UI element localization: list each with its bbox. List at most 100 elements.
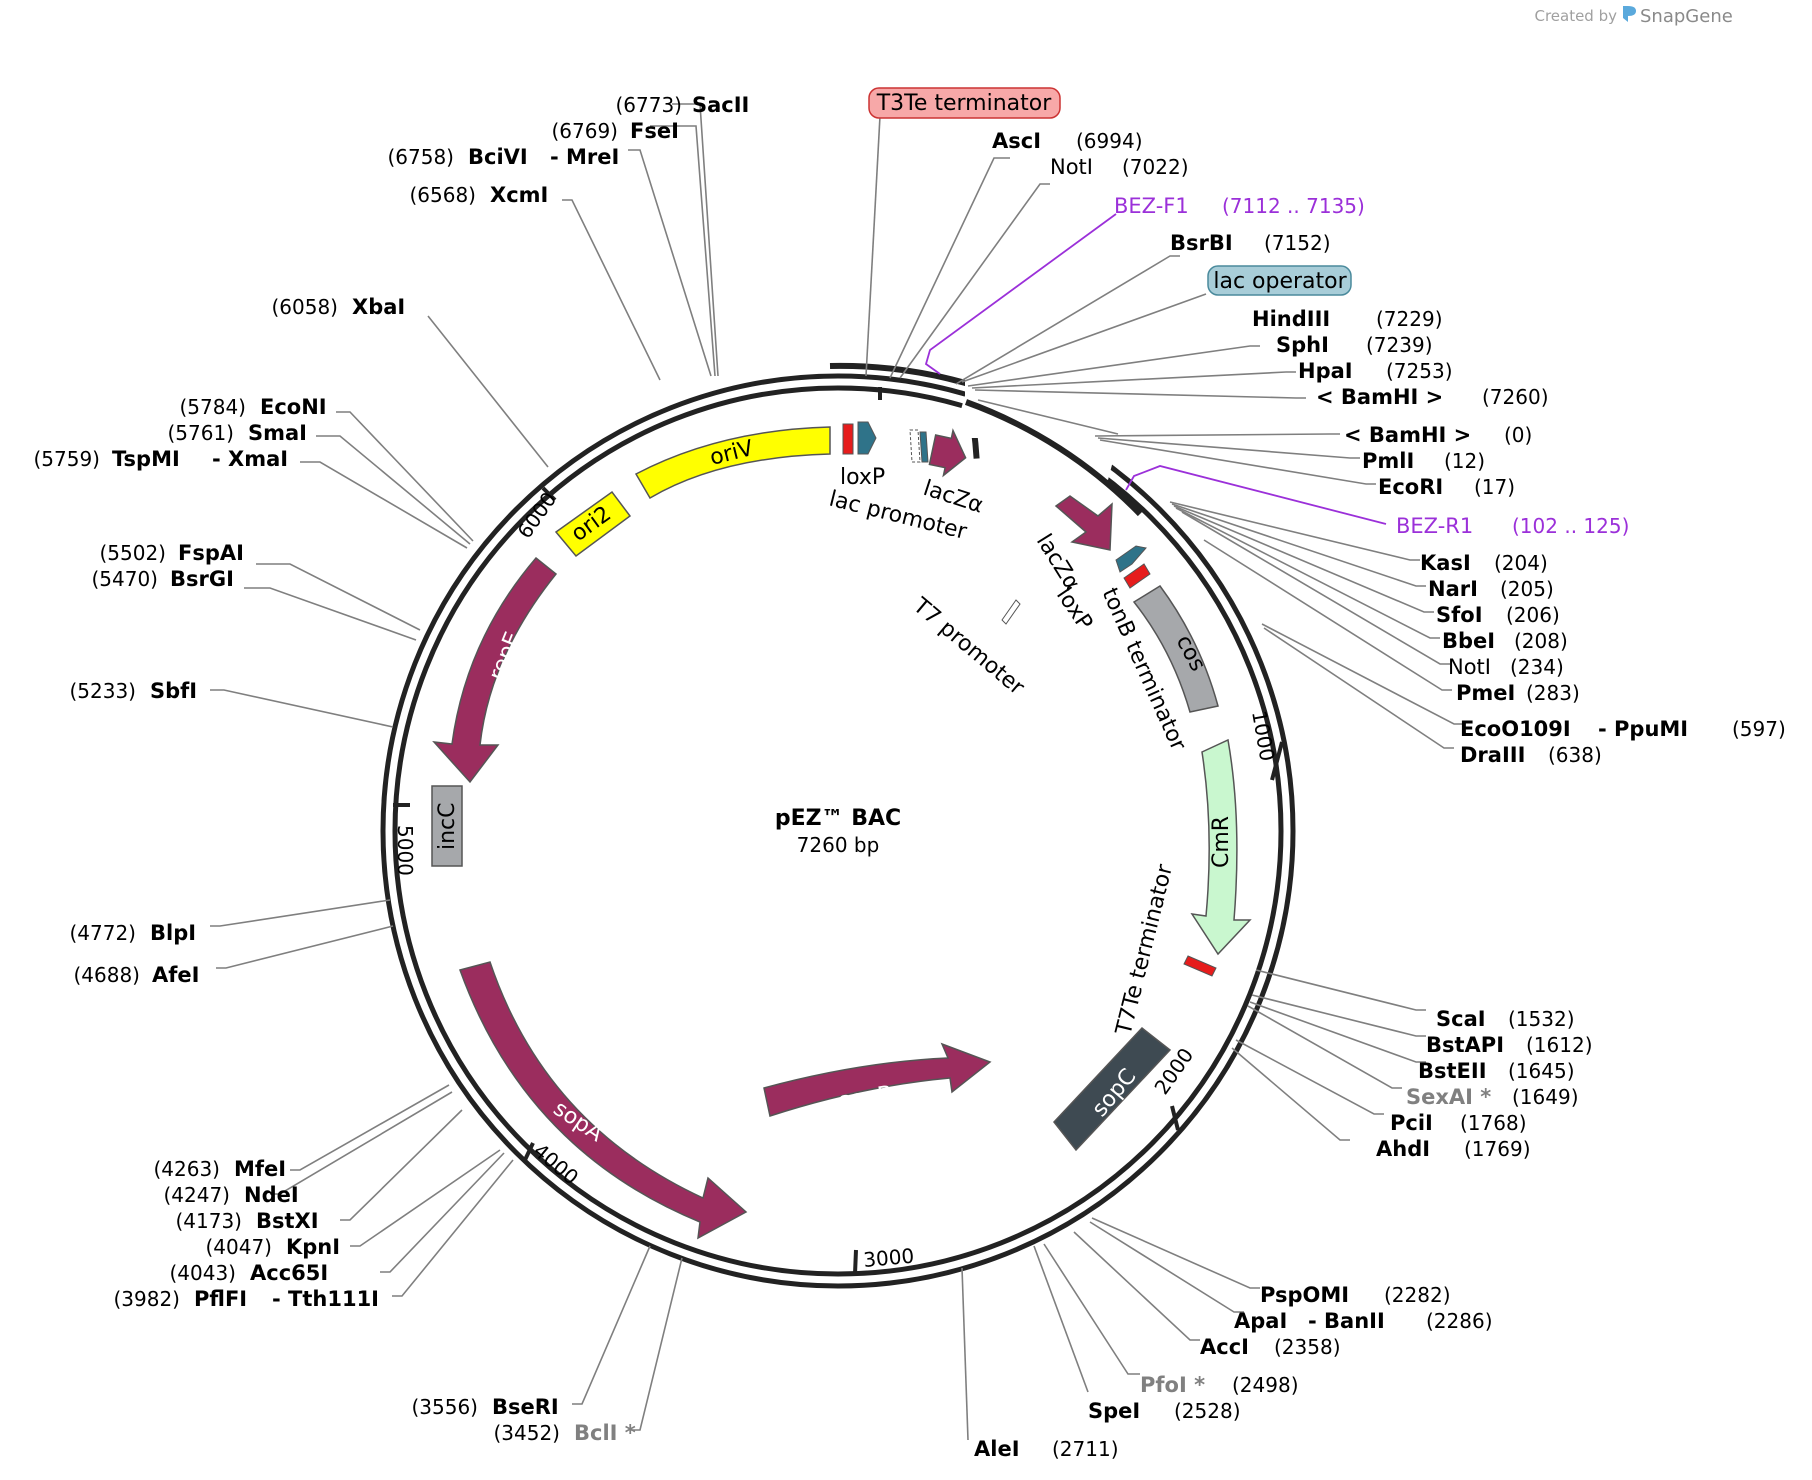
site-sphi: SphI: [1276, 333, 1329, 357]
site-mrei: - MreI: [550, 145, 619, 169]
site-acc65i: Acc65I: [250, 1261, 328, 1285]
site-noti-234-pos: (234): [1510, 655, 1564, 679]
site-bstapi: BstAPI: [1426, 1033, 1504, 1057]
site-pfoi: PfoI *: [1140, 1373, 1205, 1397]
feature-lacZa-top: [928, 428, 967, 478]
site-bseri: BseRI: [492, 1395, 559, 1419]
t3te-terminator-box: T3Te terminator: [868, 87, 1061, 119]
site-fspai-pos: (5502): [99, 541, 166, 565]
feature-T7-promoter: [1001, 599, 1021, 625]
plasmid-size: 7260 bp: [797, 833, 880, 857]
site-list-left: (6773) SacII (6769) FseI (6758) BciVI - …: [33, 93, 749, 1445]
tick-4000: 4000: [529, 1138, 583, 1189]
feature-ori2: ori2: [554, 490, 632, 558]
site-fspai: FspAI: [178, 541, 244, 565]
site-pmei: PmeI: [1456, 681, 1515, 705]
feature-sopB: sopB: [763, 1042, 992, 1117]
primer-bez-f1: BEZ-F1: [1114, 194, 1189, 218]
site-bamhi-7260-pos: (7260): [1482, 385, 1549, 409]
site-bsteii-pos: (1645): [1508, 1059, 1575, 1083]
site-afei-pos: (4688): [73, 963, 140, 987]
site-spei-pos: (2528): [1174, 1399, 1241, 1423]
site-mfei-pos: (4263): [153, 1157, 220, 1181]
site-bcivi: BciVI: [468, 145, 528, 169]
leader-lines: [210, 103, 1464, 1441]
created-by-text: Created by: [1534, 7, 1617, 25]
site-scai: ScaI: [1436, 1007, 1486, 1031]
site-bcivi-pos: (6758): [387, 145, 454, 169]
site-bcli-pos: (3452): [493, 1421, 560, 1445]
site-ndei-pos: (4247): [163, 1183, 230, 1207]
tick-5000: 5000: [393, 825, 417, 876]
feature-sopA: sopA: [459, 961, 748, 1240]
feature-oriV: oriV: [634, 426, 831, 500]
site-pcii: PciI: [1390, 1111, 1433, 1135]
site-pmli: PmlI: [1362, 449, 1414, 473]
site-banii: - BanII: [1308, 1309, 1385, 1333]
snapgene-brand: SnapGene: [1640, 6, 1733, 27]
site-pflfi: PflFI: [194, 1287, 247, 1311]
site-sbfi-pos: (5233): [69, 679, 136, 703]
site-bcli: BclI *: [574, 1421, 636, 1445]
site-smai-pos: (5761): [167, 421, 234, 445]
site-tspmi: TspMI: [112, 447, 180, 471]
site-afei: AfeI: [152, 963, 199, 987]
snapgene-logo-icon: [1623, 6, 1636, 22]
site-kpni: KpnI: [286, 1235, 340, 1259]
loxP-right-label: loxP: [1051, 583, 1097, 634]
site-pspomi: PspOMI: [1260, 1283, 1349, 1307]
primer-bez-r1: BEZ-R1: [1396, 514, 1473, 538]
site-xmai: - XmaI: [212, 447, 288, 471]
site-bseri-pos: (3556): [411, 1395, 478, 1419]
tick-1000: 1000: [1247, 709, 1279, 763]
site-apai: ApaI: [1234, 1309, 1287, 1333]
T7Te-terminator-label: T7Te terminator: [1111, 861, 1178, 1038]
site-ecori-pos: (17): [1474, 475, 1515, 499]
site-bsrgi: BsrGI: [170, 567, 234, 591]
site-bbei-pos: (208): [1514, 629, 1568, 653]
t3te-label: T3Te terminator: [876, 91, 1053, 116]
site-list-right: AleI (2711) SpeI (2528) PfoI * (2498) Ac…: [974, 129, 1786, 1461]
site-sexai: SexAI *: [1406, 1085, 1491, 1109]
site-pcii-pos: (1768): [1460, 1111, 1527, 1135]
site-blpi: BlpI: [150, 921, 196, 945]
site-ahdi: AhdI: [1376, 1137, 1430, 1161]
site-eco0109i-pos: (597): [1732, 717, 1786, 741]
site-pflfi-pos: (3982): [113, 1287, 180, 1311]
tick-6000: 6000: [512, 487, 561, 542]
site-hpai-pos: (7253): [1386, 359, 1453, 383]
site-econi: EcoNI: [260, 395, 327, 419]
site-asci: AscI: [992, 129, 1041, 153]
site-pmei-pos: (283): [1526, 681, 1580, 705]
site-sfoi-pos: (206): [1506, 603, 1560, 627]
site-sbfi: SbfI: [150, 679, 197, 703]
site-mfei: MfeI: [234, 1157, 286, 1181]
site-bstxi-pos: (4173): [175, 1209, 242, 1233]
site-sacii-pos: (6773): [615, 93, 682, 117]
site-bsrbi: BsrBI: [1170, 231, 1233, 255]
site-bstxi: BstXI: [256, 1209, 319, 1233]
site-ndei: NdeI: [244, 1183, 299, 1207]
site-kasi-pos: (204): [1494, 551, 1548, 575]
site-draiii: DraIII: [1460, 743, 1525, 767]
site-kasi: KasI: [1420, 551, 1471, 575]
site-econi-pos: (5784): [179, 395, 246, 419]
site-alei-pos: (2711): [1052, 1437, 1119, 1461]
feature-loxP-top: [842, 421, 877, 455]
site-bsrbi-pos: (7152): [1264, 231, 1331, 255]
site-tth111i: - Tth111I: [272, 1287, 379, 1311]
feature-sopC: sopC: [1053, 1026, 1172, 1152]
site-xbai: XbaI: [352, 295, 405, 319]
site-xbai-pos: (6058): [271, 295, 338, 319]
site-bamhi-0: < BamHI >: [1344, 423, 1471, 447]
primer-bez-r1-pos: (102 .. 125): [1512, 514, 1629, 538]
site-pspomi-pos: (2282): [1384, 1283, 1451, 1307]
incC-label: incC: [435, 802, 460, 850]
feature-incC: incC: [431, 785, 463, 867]
site-hindiii: HindIII: [1252, 307, 1330, 331]
site-eco0109i: EcoO109I: [1460, 717, 1571, 741]
lac-operator-box: lac operator: [1207, 265, 1352, 296]
site-noti-234: NotI: [1448, 655, 1491, 679]
site-smai: SmaI: [248, 421, 307, 445]
site-draiii-pos: (638): [1548, 743, 1602, 767]
